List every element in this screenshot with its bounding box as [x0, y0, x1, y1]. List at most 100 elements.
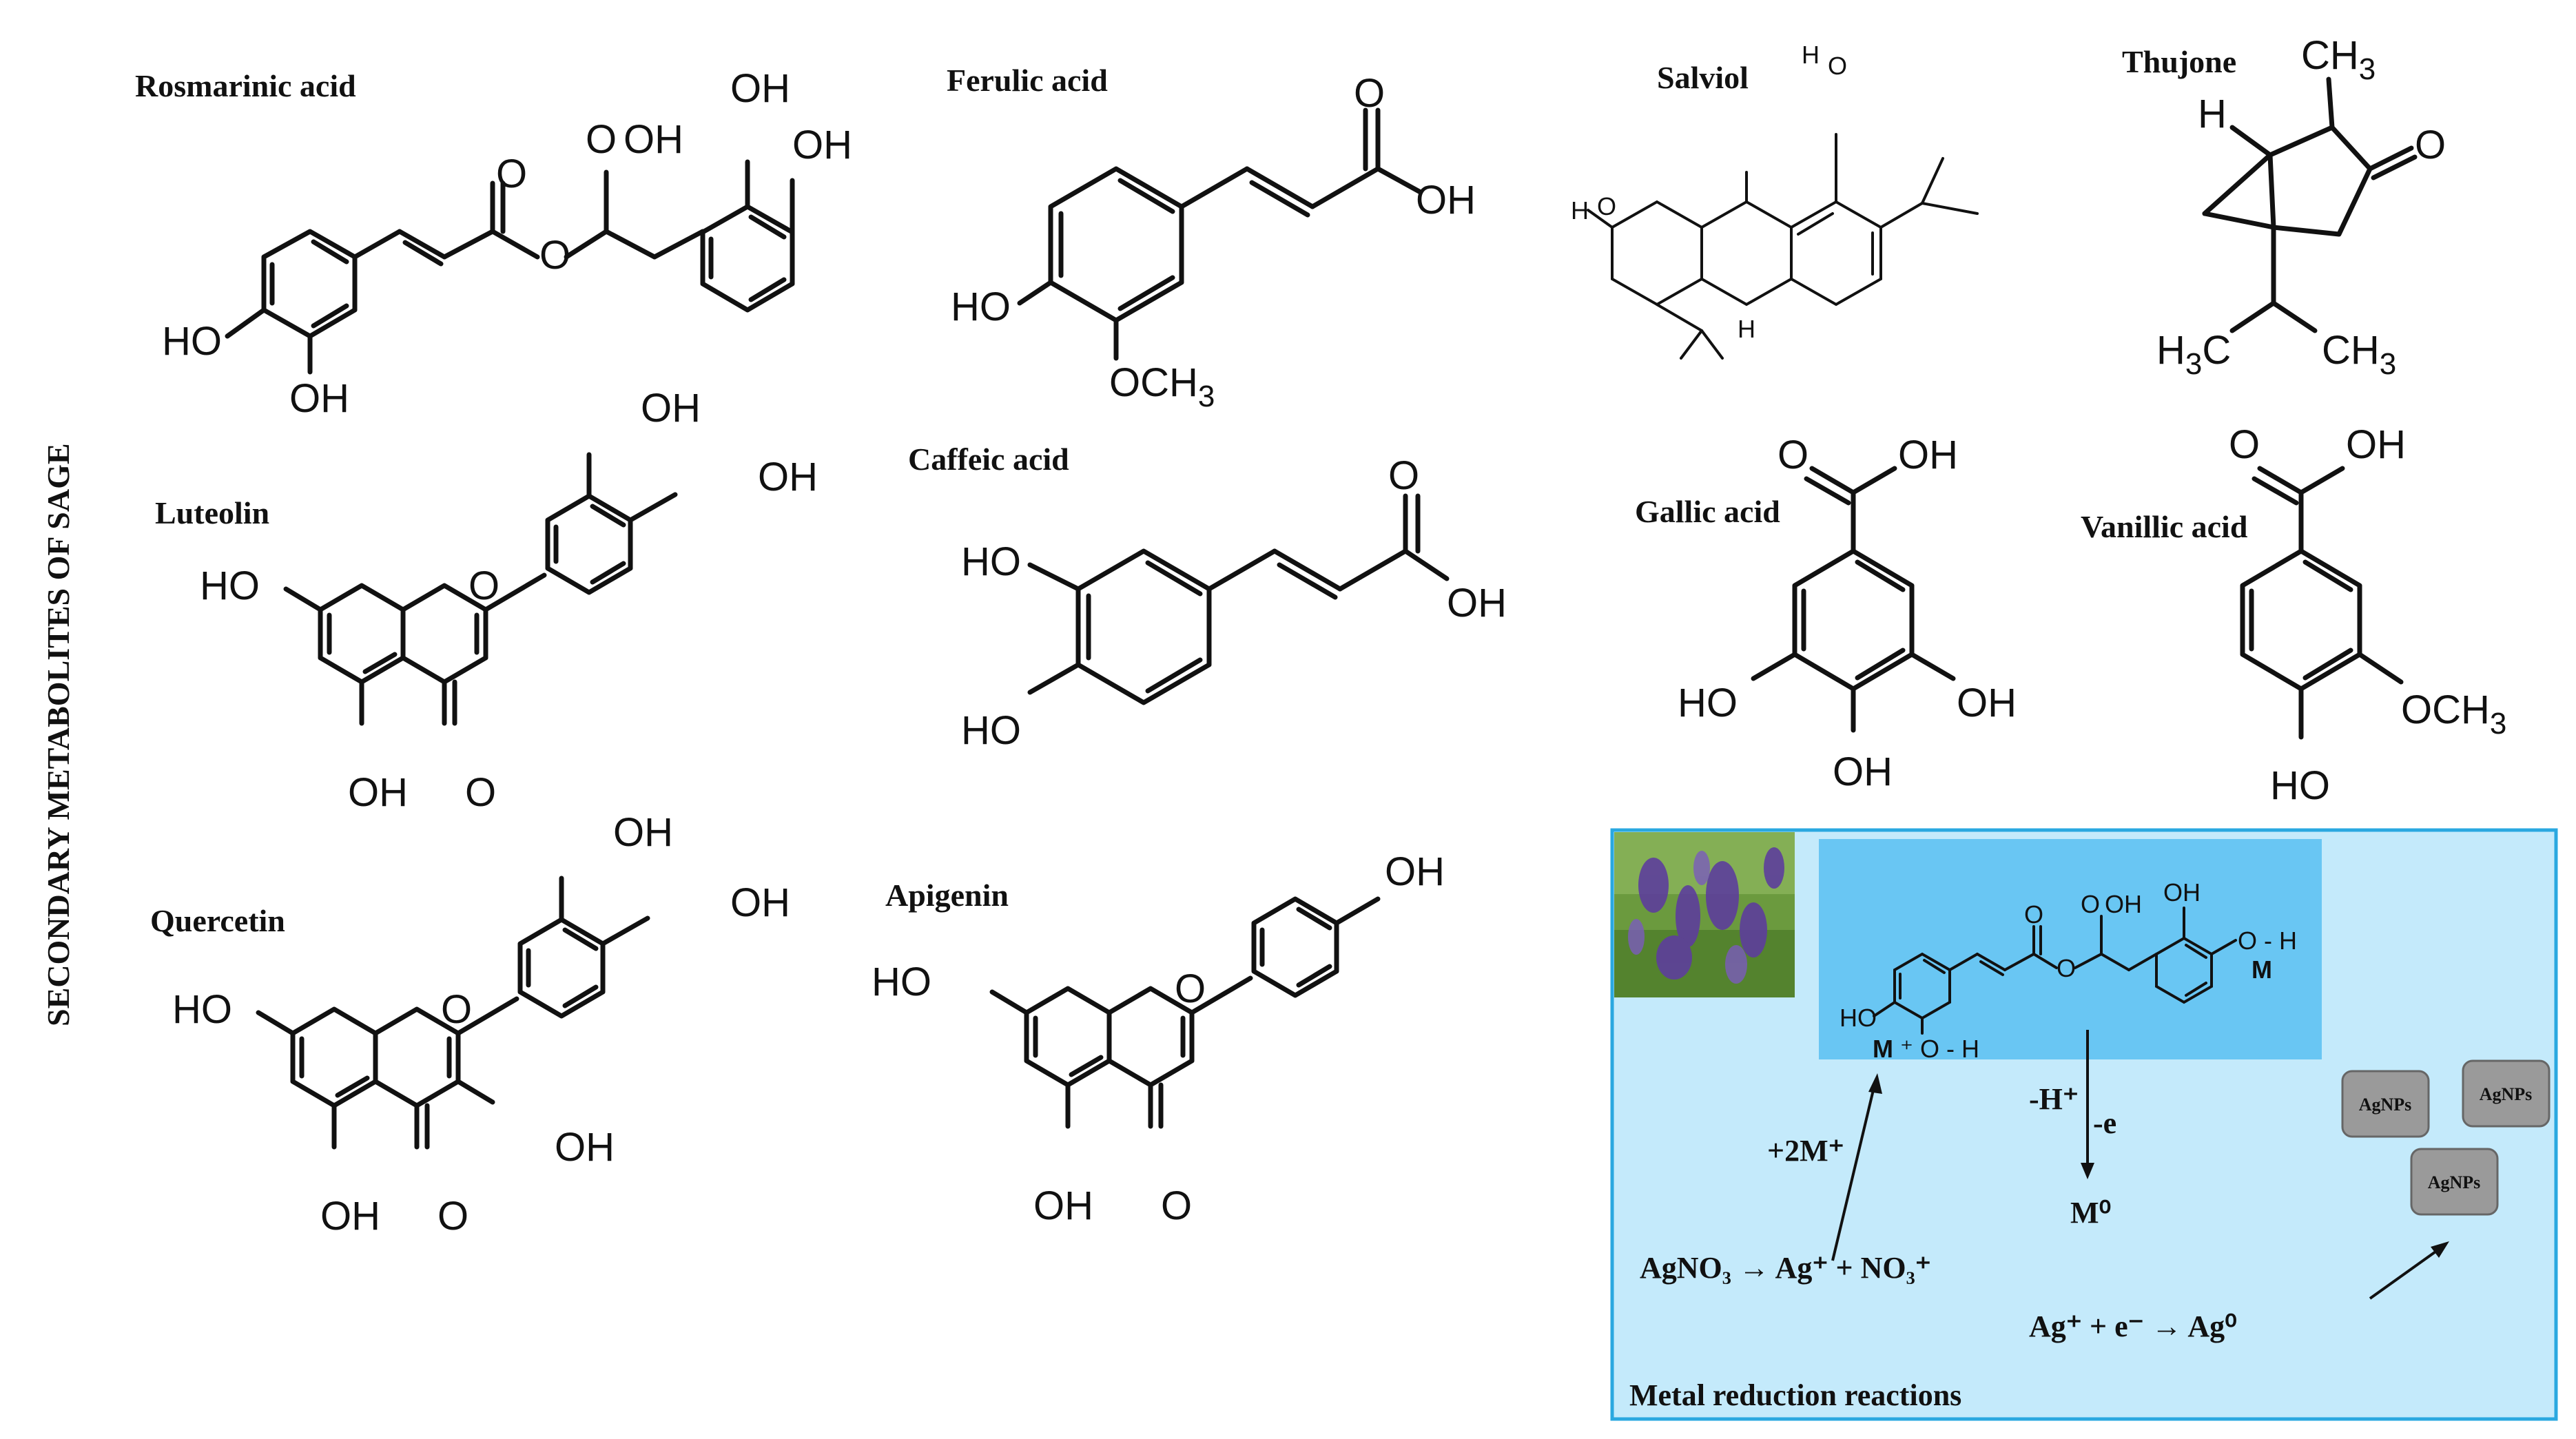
atom-o-h: O - H	[2238, 926, 2297, 955]
atom-oh: OH	[1957, 681, 2017, 725]
atom-oh: OH	[289, 376, 349, 421]
inner-rosmarinic-acid: O O O OH OH O - H M HO M ⁺ O - H	[1840, 878, 2297, 1063]
agnp-label: AgNPs	[2359, 1095, 2412, 1115]
atom-h: H	[1571, 196, 1589, 225]
structure-salviol: Salviol H O H O H	[1571, 41, 1979, 360]
atom-ho: HO	[951, 284, 1011, 329]
structure-vanillic-acid: Vanillic acid O OH OCH3 HO	[2081, 422, 2506, 808]
side-title: SECONDARY METABOLITES OF SAGE	[41, 443, 76, 1026]
reaction-minus-e: -e	[2093, 1106, 2116, 1140]
atom-o: O	[586, 117, 617, 162]
reaction-ag-reduction: Ag⁺ + e⁻ → Ag⁰	[2029, 1309, 2237, 1343]
reaction-minus-h: -H⁺	[2029, 1082, 2079, 1116]
label-gallic-acid: Gallic acid	[1635, 494, 1780, 529]
atom-ho: HO	[872, 960, 931, 1004]
structure-apigenin: Apigenin O OH HO OH O	[872, 849, 1445, 1228]
agnp-3: AgNPs	[2410, 1148, 2499, 1216]
structure-caffeic-acid: Caffeic acid O OH HO HO	[908, 442, 1507, 753]
atom-oh: OH	[613, 810, 673, 855]
atom-och3: OCH3	[1109, 360, 1215, 413]
atom-o: O	[437, 1194, 468, 1239]
atom-o: O	[465, 770, 496, 815]
atom-h: H	[2198, 92, 2227, 136]
agnp-label: AgNPs	[2428, 1172, 2481, 1192]
atom-oh: OH	[730, 880, 790, 925]
label-salviol: Salviol	[1657, 60, 1749, 95]
atom-oh: OH	[1898, 433, 1958, 477]
arrow-up-head	[1868, 1073, 1882, 1094]
atom-ch3: CH3	[2301, 33, 2376, 86]
reaction-agno3: AgNO₃ → Ag⁺ + NO₃⁺	[1640, 1251, 1931, 1285]
label-rosmarinic-acid: Rosmarinic acid	[135, 68, 356, 103]
atom-ho: HO	[2270, 763, 2330, 808]
atom-o: O	[1828, 52, 1847, 80]
reaction-panel-title: Metal reduction reactions	[1629, 1378, 1961, 1412]
atom-oh: OH	[1033, 1183, 1093, 1228]
reaction-m0: M⁰	[2070, 1196, 2111, 1230]
atom-oh: OH	[641, 386, 701, 431]
atom-o: O	[1597, 192, 1616, 220]
arrow-up	[1831, 1081, 1877, 1261]
label-caffeic-acid: Caffeic acid	[908, 442, 1069, 477]
atom-o: O	[2057, 954, 2076, 982]
reaction-panel: O O O OH OH O - H M HO M ⁺ O - H +2M⁺ -H…	[1610, 828, 2558, 1421]
label-quercetin: Quercetin	[150, 903, 285, 938]
atom-h: H	[1802, 41, 1820, 69]
arrow-down-head	[2081, 1163, 2094, 1179]
atom-o: O	[496, 152, 527, 196]
structure-gallic-acid: Gallic acid O OH HO OH OH	[1635, 433, 2017, 794]
atom-oh: OH	[555, 1125, 615, 1170]
atom-ho: HO	[961, 539, 1021, 584]
atom-oh: OH	[758, 455, 818, 499]
atom-oh: OH	[1833, 749, 1893, 794]
arrow-to-nps-head	[2431, 1241, 2449, 1258]
atom-h: H	[1738, 315, 1755, 343]
structure-rosmarinic-acid: Rosmarinic acid O O O OH OH OH HO OH	[135, 66, 852, 421]
atom-oh: OH	[348, 770, 408, 815]
inner-structure-bg	[1819, 839, 2322, 1059]
label-thujone: Thujone	[2122, 44, 2236, 79]
label-apigenin: Apigenin	[885, 878, 1009, 913]
atom-o: O	[539, 233, 570, 278]
agnp-label: AgNPs	[2480, 1084, 2533, 1104]
atom-ho: HO	[1678, 681, 1738, 725]
atom-oh: OH	[2105, 890, 2142, 918]
atom-ho: HO	[961, 708, 1021, 753]
reaction-plus-2m: +2M⁺	[1767, 1134, 1844, 1168]
atom-och3: OCH3	[2401, 687, 2506, 741]
atom-o: O	[2081, 890, 2100, 918]
atom-o: O	[2415, 123, 2446, 167]
atom-o: O	[1354, 71, 1385, 116]
atom-oh: OH	[1416, 178, 1476, 222]
atom-oh: OH	[1447, 581, 1507, 625]
label-vanillic-acid: Vanillic acid	[2081, 509, 2248, 544]
atom-m: M	[2252, 955, 2272, 984]
atom-oh: OH	[2163, 878, 2201, 907]
structure-thujone: Thujone CH3 H O H3C CH3	[2122, 33, 2446, 381]
atom-oh: OH	[624, 117, 683, 162]
atom-oh: OH	[730, 66, 790, 111]
structure-luteolin: Luteolin O OH OH HO OH O	[155, 386, 818, 815]
agnp-2: AgNPs	[2462, 1059, 2551, 1128]
atom-oh: OH	[2346, 422, 2406, 467]
atom-m-o-h: M ⁺ O - H	[1873, 1035, 1979, 1063]
agnp-1: AgNPs	[2341, 1070, 2430, 1138]
atom-o: O	[2024, 900, 2043, 929]
atom-o: O	[2229, 422, 2260, 467]
atom-oh: OH	[792, 123, 852, 167]
atom-ho: HO	[172, 987, 232, 1032]
label-ferulic-acid: Ferulic acid	[947, 63, 1108, 98]
atom-ho: HO	[200, 563, 260, 608]
atom-o: O	[1388, 453, 1419, 498]
sage-plant-photo	[1614, 832, 1795, 997]
atom-o: O	[1778, 433, 1809, 477]
atom-oh: OH	[320, 1194, 380, 1239]
atom-o: O	[468, 563, 499, 608]
atom-ho: HO	[162, 319, 222, 364]
atom-ch3: CH3	[2322, 328, 2396, 381]
structure-quercetin: Quercetin O OH OH HO OH OH O	[150, 810, 790, 1239]
atom-oh: OH	[1385, 849, 1445, 894]
atom-ho: HO	[1840, 1004, 1877, 1032]
structure-ferulic-acid: Ferulic acid O OH HO OCH3	[947, 63, 1476, 413]
